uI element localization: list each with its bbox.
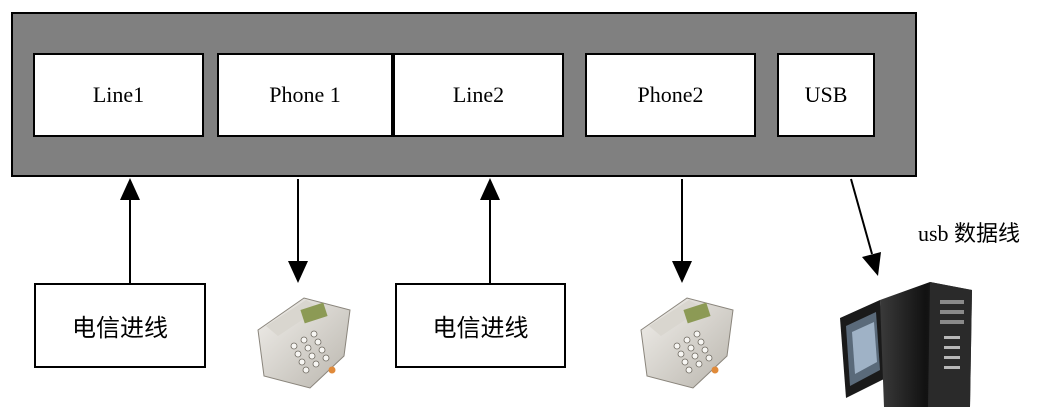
usb-cable-label: usb 数据线 — [918, 221, 1021, 246]
port-phone2: Phone2 — [585, 53, 756, 137]
incoming-line-label-right: 电信进线 — [432, 314, 529, 342]
incoming-line-label-left: 电信进线 — [72, 314, 168, 342]
port-line2-label: Line2 — [452, 82, 505, 107]
arrow-usb-down — [850, 178, 881, 276]
telephone-icon — [640, 297, 734, 389]
monitor-icon — [840, 300, 886, 398]
port-usb: USB — [777, 53, 875, 137]
arrow-line2-up — [480, 178, 500, 283]
port-phone1: Phone 1 — [217, 53, 393, 137]
incoming-line-box-left: 电信进线 — [34, 283, 206, 368]
port-phone1-label: Phone 1 — [269, 82, 341, 107]
telephone-icon — [257, 297, 351, 389]
arrow-line1-up — [120, 178, 140, 283]
arrow-phone2-down — [672, 179, 692, 283]
port-line2: Line2 — [393, 53, 564, 137]
port-line1-label: Line1 — [92, 82, 145, 107]
computer-tower-icon — [880, 282, 972, 407]
port-line1: Line1 — [33, 53, 204, 137]
arrow-phone1-down — [288, 179, 308, 283]
incoming-line-box-right: 电信进线 — [395, 283, 566, 368]
port-phone2-label: Phone2 — [637, 82, 704, 107]
port-usb-label: USB — [804, 82, 848, 107]
